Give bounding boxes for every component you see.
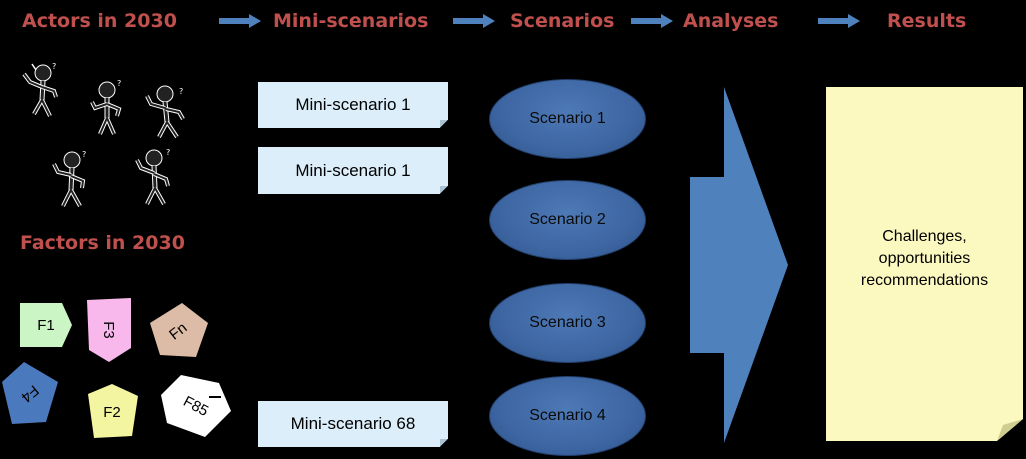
factor-f2: F2	[84, 384, 140, 440]
folded-corner-icon	[997, 419, 1023, 441]
factor-f85: F85	[161, 375, 231, 437]
folded-corner-icon	[440, 439, 448, 447]
factor-f4: F4	[2, 362, 58, 426]
scenario-label: Scenario 4	[529, 407, 606, 424]
mini-scenario-box: Mini-scenario 68	[258, 401, 448, 447]
results-line: recommendations	[860, 272, 989, 289]
mini-scenario-box: Mini-scenario 1	[258, 147, 448, 194]
factor-label: F1	[37, 316, 55, 334]
scenario-ellipse: Scenario 2	[489, 180, 646, 260]
mini-scenario-box: Mini-scenario 1	[258, 82, 448, 128]
svg-text:?: ?	[82, 150, 86, 159]
results-note: Challenges, opportunities recommendation…	[826, 87, 1023, 441]
factor-label: Fn	[165, 318, 191, 344]
results-line: Challenges,	[882, 228, 967, 245]
actor-figure-icon: ?	[22, 62, 58, 117]
mini-scenario-label: Mini-scenario 68	[290, 414, 416, 433]
mini-scenario-label: Mini-scenario 1	[295, 95, 411, 114]
factors-title: Factors in 2030	[20, 232, 185, 254]
svg-text:?: ?	[166, 148, 170, 157]
folded-corner-icon	[440, 186, 448, 194]
right-arrow-icon	[631, 14, 673, 28]
svg-text:?: ?	[179, 87, 183, 96]
right-arrow-icon	[453, 14, 495, 28]
right-arrow-icon	[219, 14, 261, 28]
factor-fn: Fn	[146, 303, 210, 359]
results-line: opportunities	[878, 250, 971, 267]
scenario-ellipse: Scenario 1	[489, 79, 646, 159]
scenario-ellipse: Scenario 3	[489, 283, 646, 363]
actor-figure-icon: ?	[90, 79, 122, 135]
scenario-label: Scenario 2	[529, 211, 606, 228]
folded-corner-icon	[440, 120, 448, 128]
stage-title-mini-scenarios: Mini-scenarios	[273, 10, 429, 32]
results-text: Challenges, opportunities recommendation…	[861, 226, 988, 292]
factor-label: F2	[103, 403, 121, 421]
stage-title-actors: Actors in 2030	[22, 10, 177, 32]
actor-figure-icon: ?	[135, 148, 170, 205]
svg-text:?: ?	[117, 79, 121, 88]
stage-title-results: Results	[887, 10, 967, 32]
actor-figure-icon: ?	[145, 85, 185, 139]
factor-label: F3	[100, 321, 118, 339]
mini-scenario-label: Mini-scenario 1	[295, 160, 411, 180]
stage-title-analyses: Analyses	[683, 10, 779, 32]
scenario-label: Scenario 1	[529, 110, 606, 127]
analyses-arrow-icon	[690, 87, 788, 443]
right-arrow-icon	[818, 14, 860, 28]
scenario-label: Scenario 3	[529, 314, 606, 331]
factor-f1: F1	[20, 303, 72, 347]
svg-text:?: ?	[52, 62, 56, 71]
actor-figure-icon: ?	[52, 150, 86, 207]
scenario-ellipse: Scenario 4	[489, 376, 646, 456]
stage-title-scenarios: Scenarios	[510, 10, 615, 32]
factor-f3: F3	[85, 298, 133, 362]
